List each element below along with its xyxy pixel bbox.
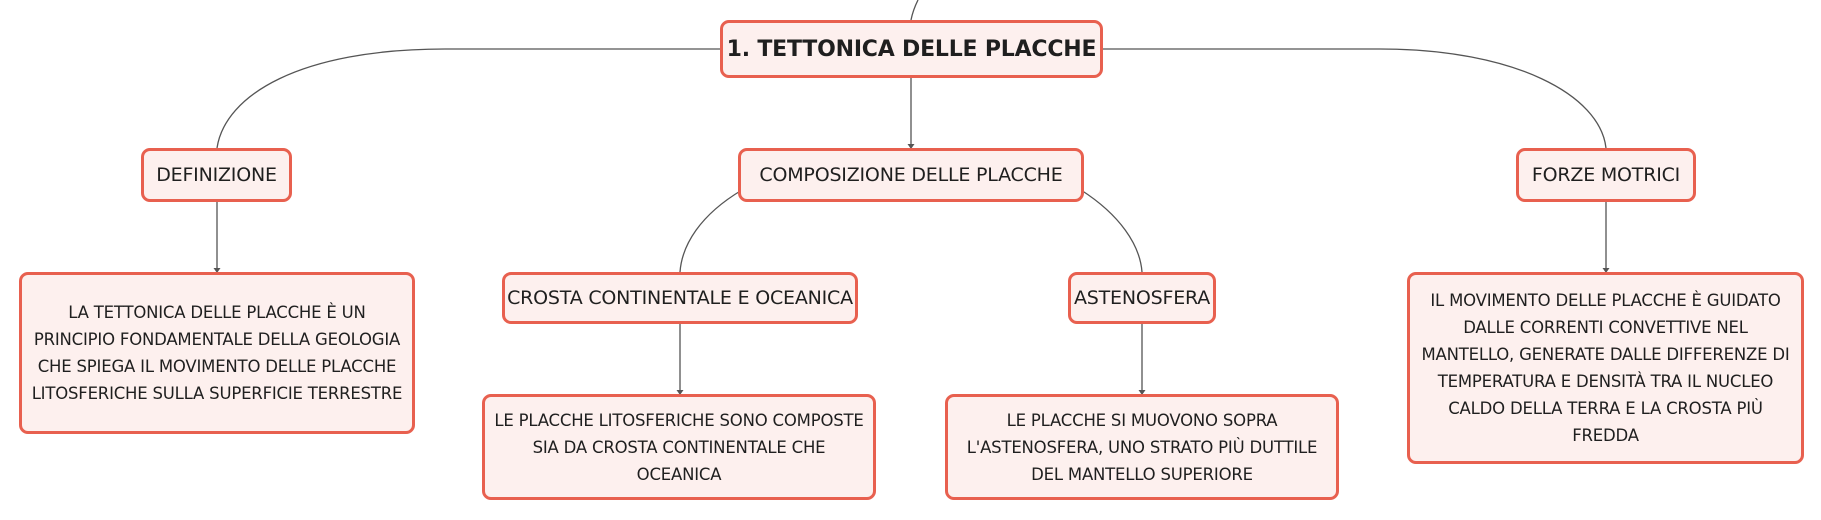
arrowhead [907,144,915,149]
astenosfera-text-label: LE PLACCHE SI MUOVONO SOPRA L'ASTENOSFER… [966,410,1318,484]
forze-text-node[interactable]: IL MOVIMENTO DELLE PLACCHE È GUIDATO DAL… [1407,272,1804,464]
connector-parent-root [910,0,919,21]
root-node[interactable]: 1. TETTONICA DELLE PLACCHE [720,20,1103,78]
connector-root-definizione [216,48,720,149]
crosta-node[interactable]: CROSTA CONTINENTALE E OCEANICA [502,272,858,324]
crosta-text-node[interactable]: LE PLACCHE LITOSFERICHE SONO COMPOSTE SI… [482,394,876,500]
root-node-label: 1. TETTONICA DELLE PLACCHE [726,36,1097,62]
arrowhead [1138,390,1146,395]
astenosfera-node[interactable]: ASTENOSFERA [1068,272,1216,324]
arrowhead [676,390,684,395]
definizione-text-label: LA TETTONICA DELLE PLACCHE È UN PRINCIPI… [31,303,403,403]
arrowhead [213,268,221,273]
definizione-node[interactable]: DEFINIZIONE [141,148,292,202]
forze-motrici-node[interactable]: FORZE MOTRICI [1516,148,1696,202]
definizione-text-node[interactable]: LA TETTONICA DELLE PLACCHE È UN PRINCIPI… [19,272,415,434]
astenosfera-node-label: ASTENOSFERA [1073,287,1211,309]
arrowhead [1602,268,1610,273]
forze-motrici-node-label: FORZE MOTRICI [1531,164,1681,186]
connector-composizione-astenosfera [1080,189,1143,273]
crosta-text-label: LE PLACCHE LITOSFERICHE SONO COMPOSTE SI… [494,410,864,484]
forze-text-label: IL MOVIMENTO DELLE PLACCHE È GUIDATO DAL… [1421,291,1790,445]
connector-root-forze [1103,48,1607,149]
connector-composizione-crosta [679,189,743,273]
definizione-node-label: DEFINIZIONE [156,164,277,186]
composizione-node[interactable]: COMPOSIZIONE DELLE PLACCHE [738,148,1084,202]
crosta-node-label: CROSTA CONTINENTALE E OCEANICA [507,287,853,309]
composizione-node-label: COMPOSIZIONE DELLE PLACCHE [759,164,1063,186]
astenosfera-text-node[interactable]: LE PLACCHE SI MUOVONO SOPRA L'ASTENOSFER… [945,394,1339,500]
